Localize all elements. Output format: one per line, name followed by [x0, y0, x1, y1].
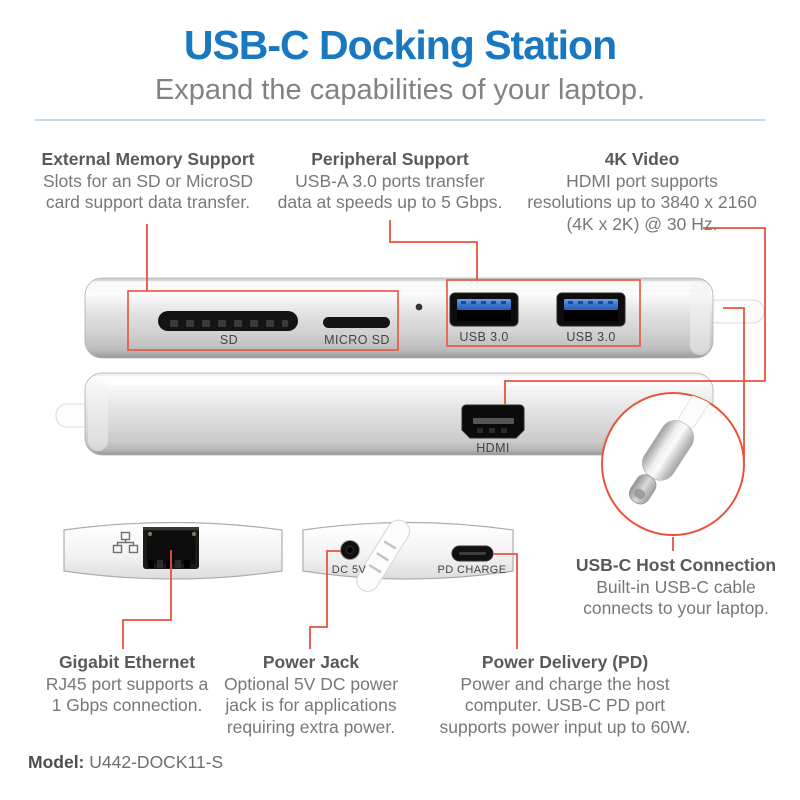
usbc-pd-port — [451, 545, 494, 562]
callout-text: card support data transfer. — [45, 192, 251, 212]
line-usbc-cable — [723, 307, 745, 462]
ethernet-icon — [112, 531, 139, 554]
callout-gigabit-ethernet: Gigabit Ethernet RJ45 port supports a 1 … — [12, 652, 242, 717]
hdmi-port — [461, 404, 525, 439]
callout-text: Power and charge the host — [460, 673, 670, 694]
callout-title: External Memory Support — [41, 149, 255, 169]
screw-dot — [191, 531, 197, 537]
usb30-left-label: USB 3.0 — [459, 330, 509, 344]
callout-text: connects to your laptop. — [583, 598, 769, 618]
ethernet-end-view — [63, 521, 283, 580]
usb30-right-label: USB 3.0 — [566, 330, 616, 344]
usbc-cable-angled — [356, 519, 411, 592]
callout-4k-video: 4K Video HDMI port supports resolutions … — [502, 149, 782, 235]
usbc-magnifier — [601, 307, 745, 551]
line-power-delivery — [493, 553, 518, 649]
pd-charge-label: PD CHARGE — [437, 564, 507, 576]
callout-text: RJ45 port supports a — [45, 673, 209, 694]
dc-power-jack — [340, 540, 360, 560]
usbc-cable-stub-right — [705, 299, 765, 324]
sd-label: SD — [219, 333, 239, 347]
callout-external-memory: External Memory Support Slots for an SD … — [18, 149, 278, 214]
callout-power-jack: Power Jack Optional 5V DC power jack is … — [196, 652, 426, 738]
page-subtitle: Expand the capabilities of your laptop. — [154, 74, 646, 106]
callout-title: Peripheral Support — [311, 149, 469, 169]
line-gigabit-ethernet — [122, 550, 172, 649]
usb-a-port-left — [449, 292, 519, 327]
power-end-view — [302, 519, 514, 592]
line-4k-video — [504, 227, 766, 404]
dock-top-view — [84, 277, 765, 359]
callout-title: USB-C Host Connection — [575, 555, 777, 575]
callout-text: jack is for applications — [225, 695, 397, 715]
usb-a-port-right — [556, 292, 626, 327]
callout-title: Power Jack — [262, 652, 360, 672]
callout-text: USB-A 3.0 ports transfer — [295, 170, 485, 191]
screw-dot — [147, 531, 153, 537]
rj45-port — [143, 527, 199, 569]
callout-text: Optional 5V DC power — [223, 673, 399, 694]
usb-highlight-box — [446, 279, 641, 347]
callout-text: (4K x 2K) @ 30 Hz. — [566, 213, 718, 234]
callout-usbc-host: USB-C Host Connection Built-in USB-C cab… — [551, 555, 800, 620]
callout-text: HDMI port supports — [566, 170, 718, 191]
callout-title: Power Delivery (PD) — [481, 652, 649, 672]
line-peripheral — [389, 220, 478, 280]
model-value: U442-DOCK11-S — [89, 752, 224, 772]
hdmi-label: HDMI — [476, 441, 510, 455]
callout-text: computer. USB-C PD port — [464, 695, 666, 715]
dock-front-view — [55, 372, 714, 456]
dc5v-label: DC 5V — [331, 564, 367, 576]
callout-text: 1 Gbps connection. — [51, 695, 203, 715]
callout-peripheral-support: Peripheral Support USB-A 3.0 ports trans… — [265, 149, 515, 214]
callout-text: Slots for an SD or MicroSD — [42, 170, 254, 191]
status-led — [415, 303, 423, 311]
callout-text: supports power input up to 60W. — [439, 716, 691, 737]
model-label: Model: — [28, 752, 85, 772]
callout-title: Gigabit Ethernet — [58, 652, 196, 672]
page-title: USB-C Docking Station — [183, 22, 617, 68]
callout-text: requiring extra power. — [226, 716, 396, 737]
micro-sd-slot — [323, 317, 390, 328]
micro-sd-label: MICRO SD — [324, 333, 390, 347]
callout-text: data at speeds up to 5 Gbps. — [277, 192, 503, 212]
line-power-jack — [309, 550, 341, 649]
callout-text: resolutions up to 3840 x 2160 — [527, 192, 757, 212]
memory-highlight-box — [127, 290, 399, 351]
callout-lines — [122, 220, 766, 649]
callout-power-delivery: Power Delivery (PD) Power and charge the… — [410, 652, 720, 738]
header-divider — [35, 119, 765, 121]
model-number: Model: U442-DOCK11-S — [28, 752, 223, 773]
callout-title: 4K Video — [604, 149, 680, 169]
callout-text: Built-in USB-C cable — [596, 576, 756, 597]
sd-card-slot — [158, 311, 298, 331]
